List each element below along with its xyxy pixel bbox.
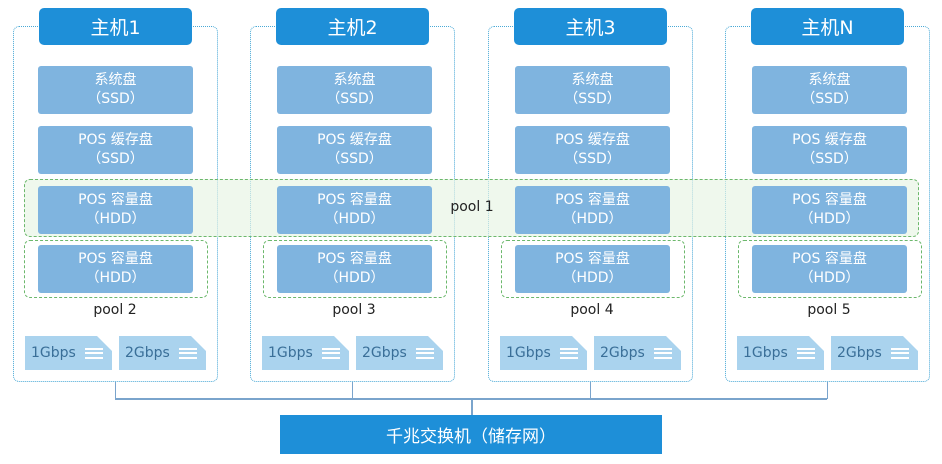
nic-1gbps: 1Gbps: [737, 336, 824, 370]
disk-label: POS 容量盘: [317, 192, 392, 208]
network-port-icon: [560, 347, 578, 359]
disk-label: POS 容量盘: [317, 251, 392, 267]
system-disk: 系统盘 （SSD）: [752, 66, 907, 114]
disk-label: 系统盘: [571, 72, 614, 88]
nic-speed-label: 2Gbps: [362, 345, 407, 361]
disk-type: （HDD）: [562, 270, 623, 286]
nic-speed-label: 2Gbps: [125, 345, 170, 361]
pool-label: pool 2: [93, 302, 137, 318]
disk-label: POS 缓存盘: [555, 132, 630, 148]
cache-disk: POS 缓存盘 （SSD）: [38, 126, 193, 174]
disk-label: POS 缓存盘: [792, 132, 867, 148]
disk-type: （SSD）: [564, 151, 621, 167]
disk-label: POS 缓存盘: [317, 132, 392, 148]
host-uplink-line: [826, 382, 828, 399]
disk-type: （SSD）: [564, 91, 621, 107]
host-title: 主机3: [514, 8, 667, 45]
nic-speed-label: 1Gbps: [31, 345, 76, 361]
disk-type: （HDD）: [324, 211, 385, 227]
disk-type: （SSD）: [801, 151, 858, 167]
pool-1-label: pool 1: [450, 199, 494, 215]
disk-type: （SSD）: [801, 91, 858, 107]
system-disk: 系统盘 （SSD）: [277, 66, 432, 114]
nic-1gbps: 1Gbps: [262, 336, 349, 370]
cache-disk: POS 缓存盘 （SSD）: [752, 126, 907, 174]
capacity-disk: POS 容量盘 （HDD）: [752, 245, 907, 293]
disk-type: （SSD）: [87, 151, 144, 167]
pool-label: pool 3: [332, 302, 376, 318]
cache-disk: POS 缓存盘 （SSD）: [515, 126, 670, 174]
nic-speed-label: 1Gbps: [506, 345, 551, 361]
disk-label: POS 容量盘: [555, 251, 630, 267]
network-port-icon: [654, 347, 672, 359]
cache-disk: POS 缓存盘 （SSD）: [277, 126, 432, 174]
disk-label: POS 缓存盘: [78, 132, 153, 148]
nic-2gbps: 2Gbps: [356, 336, 443, 370]
nic-1gbps: 1Gbps: [500, 336, 587, 370]
disk-type: （HDD）: [799, 211, 860, 227]
nic-2gbps: 2Gbps: [119, 336, 206, 370]
nic-speed-label: 1Gbps: [743, 345, 788, 361]
pool-label: pool 5: [807, 302, 851, 318]
disk-type: （HDD）: [324, 270, 385, 286]
pool-box-4: [501, 240, 685, 298]
pool-box-3: [263, 240, 447, 298]
network-port-icon: [416, 347, 434, 359]
nic-speed-label: 2Gbps: [600, 345, 645, 361]
disk-type: （HDD）: [85, 270, 146, 286]
disk-type: （HDD）: [562, 211, 623, 227]
system-disk: 系统盘 （SSD）: [38, 66, 193, 114]
disk-type: （SSD）: [87, 91, 144, 107]
host-uplink-line: [589, 382, 591, 399]
capacity-disk: POS 容量盘 （HDD）: [277, 245, 432, 293]
network-port-icon: [85, 347, 103, 359]
capacity-disk: POS 容量盘 （HDD）: [515, 245, 670, 293]
disk-type: （SSD）: [326, 91, 383, 107]
disk-type: （HDD）: [85, 211, 146, 227]
network-switch: 千兆交换机（储存网）: [280, 415, 662, 454]
switch-uplink-line: [471, 398, 473, 415]
network-port-icon: [322, 347, 340, 359]
nic-speed-label: 1Gbps: [268, 345, 313, 361]
disk-label: POS 容量盘: [792, 251, 867, 267]
system-disk: 系统盘 （SSD）: [515, 66, 670, 114]
disk-label: 系统盘: [333, 72, 376, 88]
capacity-disk-pool1: POS 容量盘 （HDD）: [515, 186, 670, 234]
nic-2gbps: 2Gbps: [594, 336, 681, 370]
disk-type: （SSD）: [326, 151, 383, 167]
nic-2gbps: 2Gbps: [831, 336, 918, 370]
disk-type: （HDD）: [799, 270, 860, 286]
nic-1gbps: 1Gbps: [25, 336, 112, 370]
pool-box-5: [738, 240, 922, 298]
host-title: 主机N: [751, 8, 904, 45]
disk-label: POS 容量盘: [78, 251, 153, 267]
disk-label: POS 容量盘: [792, 192, 867, 208]
capacity-disk: POS 容量盘 （HDD）: [38, 245, 193, 293]
network-port-icon: [891, 347, 909, 359]
capacity-disk-pool1: POS 容量盘 （HDD）: [752, 186, 907, 234]
network-port-icon: [797, 347, 815, 359]
nic-speed-label: 2Gbps: [837, 345, 882, 361]
host-title: 主机1: [39, 8, 192, 45]
disk-label: POS 容量盘: [78, 192, 153, 208]
capacity-disk-pool1: POS 容量盘 （HDD）: [38, 186, 193, 234]
pool-label: pool 4: [570, 302, 614, 318]
capacity-disk-pool1: POS 容量盘 （HDD）: [277, 186, 432, 234]
disk-label: 系统盘: [808, 72, 851, 88]
disk-label: 系统盘: [94, 72, 137, 88]
network-port-icon: [179, 347, 197, 359]
pool-box-2: [24, 240, 208, 298]
disk-label: POS 容量盘: [555, 192, 630, 208]
host-uplink-line: [114, 382, 116, 399]
host-title: 主机2: [276, 8, 429, 45]
host-uplink-line: [351, 382, 353, 399]
